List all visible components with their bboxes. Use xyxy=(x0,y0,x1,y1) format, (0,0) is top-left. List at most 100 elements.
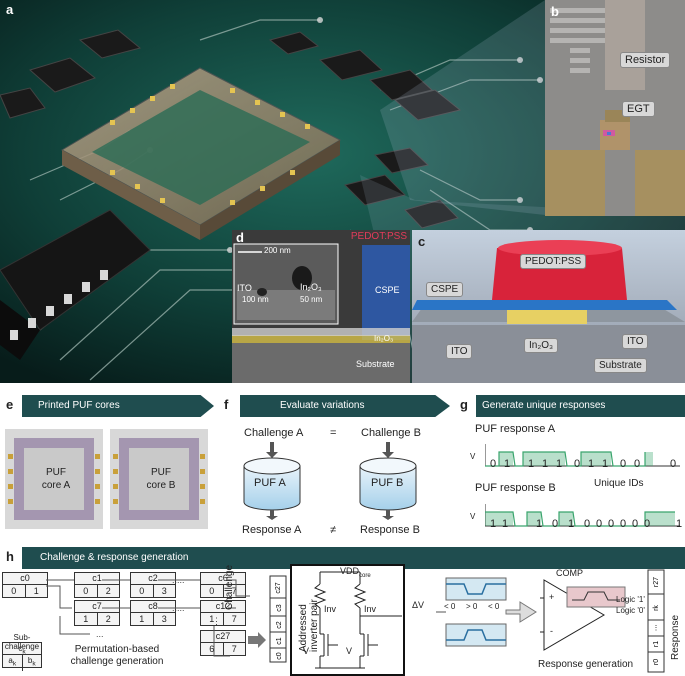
panel-d-label: d xyxy=(236,230,244,245)
bit-b-4: 1 xyxy=(568,518,575,530)
panel-g-title: Generate unique responses xyxy=(482,400,606,411)
cell-name: c6 xyxy=(201,573,245,585)
bit-b-9: 0 xyxy=(632,518,639,530)
bit-b-0: 1 xyxy=(490,518,497,530)
svg-text:⋮: ⋮ xyxy=(212,616,221,626)
cell-a: 0 xyxy=(201,585,224,597)
sem-in2o3-layer-label: In₂O₃ xyxy=(374,334,394,343)
vlogic-a-label: V xyxy=(470,452,476,461)
cell-b: 3 xyxy=(161,586,167,596)
not-equal-sign: ≠ xyxy=(330,524,337,536)
bit-a-2: 1 xyxy=(528,458,535,470)
bit-b-8: 0 xyxy=(620,518,627,530)
panel-e-banner: Printed PUF cores xyxy=(22,395,214,417)
bit-a-10: 0 xyxy=(670,458,677,470)
puf-response-a-title: PUF response A xyxy=(475,423,556,435)
sem-substrate-label: Substrate xyxy=(356,359,395,369)
cell-name: c1 xyxy=(75,573,119,585)
cell-b: 3 xyxy=(161,614,167,624)
egt-label: EGT xyxy=(622,101,655,117)
bit-a-8: 0 xyxy=(620,458,627,470)
panel-g-label: g xyxy=(460,397,468,412)
vdd-label: VDD xyxy=(340,566,360,576)
ito-right-label: ITO xyxy=(622,334,649,349)
cell-b: 2 xyxy=(105,614,111,624)
svg-text:r27: r27 xyxy=(653,577,660,587)
bit-a-7: 1 xyxy=(602,458,609,470)
logic-output-box xyxy=(566,586,626,608)
response-a-label: Response A xyxy=(242,524,302,536)
challenge-a-label: Challenge A xyxy=(244,427,304,439)
logic-zero-label: Logic '0' xyxy=(616,606,645,615)
response-generation-label: Response generation xyxy=(538,659,634,670)
cspe-label: CSPE xyxy=(426,282,464,297)
vdd-core-label: VDDcore xyxy=(340,566,371,579)
ito-left-label: ITO xyxy=(446,344,473,359)
bit-b-1: 1 xyxy=(502,518,509,530)
bit-a-0: 0 xyxy=(490,458,497,470)
bit-b-5: 0 xyxy=(584,518,591,530)
unique-ids-label: Unique IDs xyxy=(594,478,644,489)
bit-a-5: 0 xyxy=(574,458,581,470)
bit-b-10: 0 xyxy=(644,518,651,530)
cell-name: c2 xyxy=(131,573,175,585)
cell-arrows: ..... ..... ... ⋮ xyxy=(46,575,250,657)
sem-image xyxy=(232,230,410,383)
resistor-label: Resistor xyxy=(620,52,671,68)
puf-b-label: PUF B xyxy=(371,477,404,489)
svg-text:⋮: ⋮ xyxy=(653,625,660,632)
svg-text:c0: c0 xyxy=(276,652,283,660)
panel-c-label: c xyxy=(418,234,426,249)
cell-name: c8 xyxy=(131,601,175,613)
panel-h-label: h xyxy=(6,549,14,564)
sem-ito-label: ITO xyxy=(237,283,252,293)
panel-a-label: a xyxy=(6,2,14,17)
puf-core-b-label: PUF core B xyxy=(146,467,176,491)
sub-challenge-label: Sub-challenge xyxy=(4,633,40,651)
response-vertical-label: Response xyxy=(670,614,681,660)
sem-cspe-label: CSPE xyxy=(375,285,400,295)
bit-a-3: 1 xyxy=(542,458,549,470)
sem-ito-thickness: 100 nm xyxy=(242,295,269,304)
vin-right-label: V xyxy=(346,646,353,656)
vdd-sub: core xyxy=(359,572,371,579)
panel-h-title: Challenge & response generation xyxy=(40,552,189,563)
equals-sign: = xyxy=(330,427,337,439)
cell-b: 7 xyxy=(231,644,237,654)
gtz-label: > 0 xyxy=(466,602,478,611)
panel-b-label: b xyxy=(551,4,559,19)
cell-a: 0 xyxy=(75,585,98,597)
cell-a: 1 xyxy=(201,613,224,625)
ltz-label: < 0 xyxy=(444,602,456,611)
svg-text:.....: ..... xyxy=(172,575,185,585)
cell-a: 6 xyxy=(201,643,224,655)
in2o3-label: In₂O₃ xyxy=(524,338,559,353)
comparator-inputs xyxy=(436,577,537,647)
inv-b-label: Inv xyxy=(364,604,377,614)
bit-a-1: 1 xyxy=(504,458,511,470)
svg-text:r0: r0 xyxy=(653,659,660,665)
egt-micrograph xyxy=(545,0,685,216)
response-waveforms xyxy=(485,444,680,527)
puf-cylinders xyxy=(243,442,417,520)
panel-e-chips xyxy=(5,429,208,529)
bit-b-6: 0 xyxy=(596,518,603,530)
cell-name: c0 xyxy=(3,573,47,585)
panel-f-banner: Evaluate variations xyxy=(240,395,450,417)
vin-left-label: V xyxy=(303,646,310,656)
sem-in2o3-label: In₂O₃ xyxy=(300,282,322,292)
svg-text:c2: c2 xyxy=(276,621,283,629)
panel-e-label: e xyxy=(6,397,14,412)
response-b-label: Response B xyxy=(360,524,420,536)
substrate-label: Substrate xyxy=(594,358,647,373)
permutation-label: Permutation-based challenge generation xyxy=(70,644,164,667)
cell-name: c12 xyxy=(201,601,245,613)
pedot-label: PEDOT:PSS xyxy=(520,254,587,269)
